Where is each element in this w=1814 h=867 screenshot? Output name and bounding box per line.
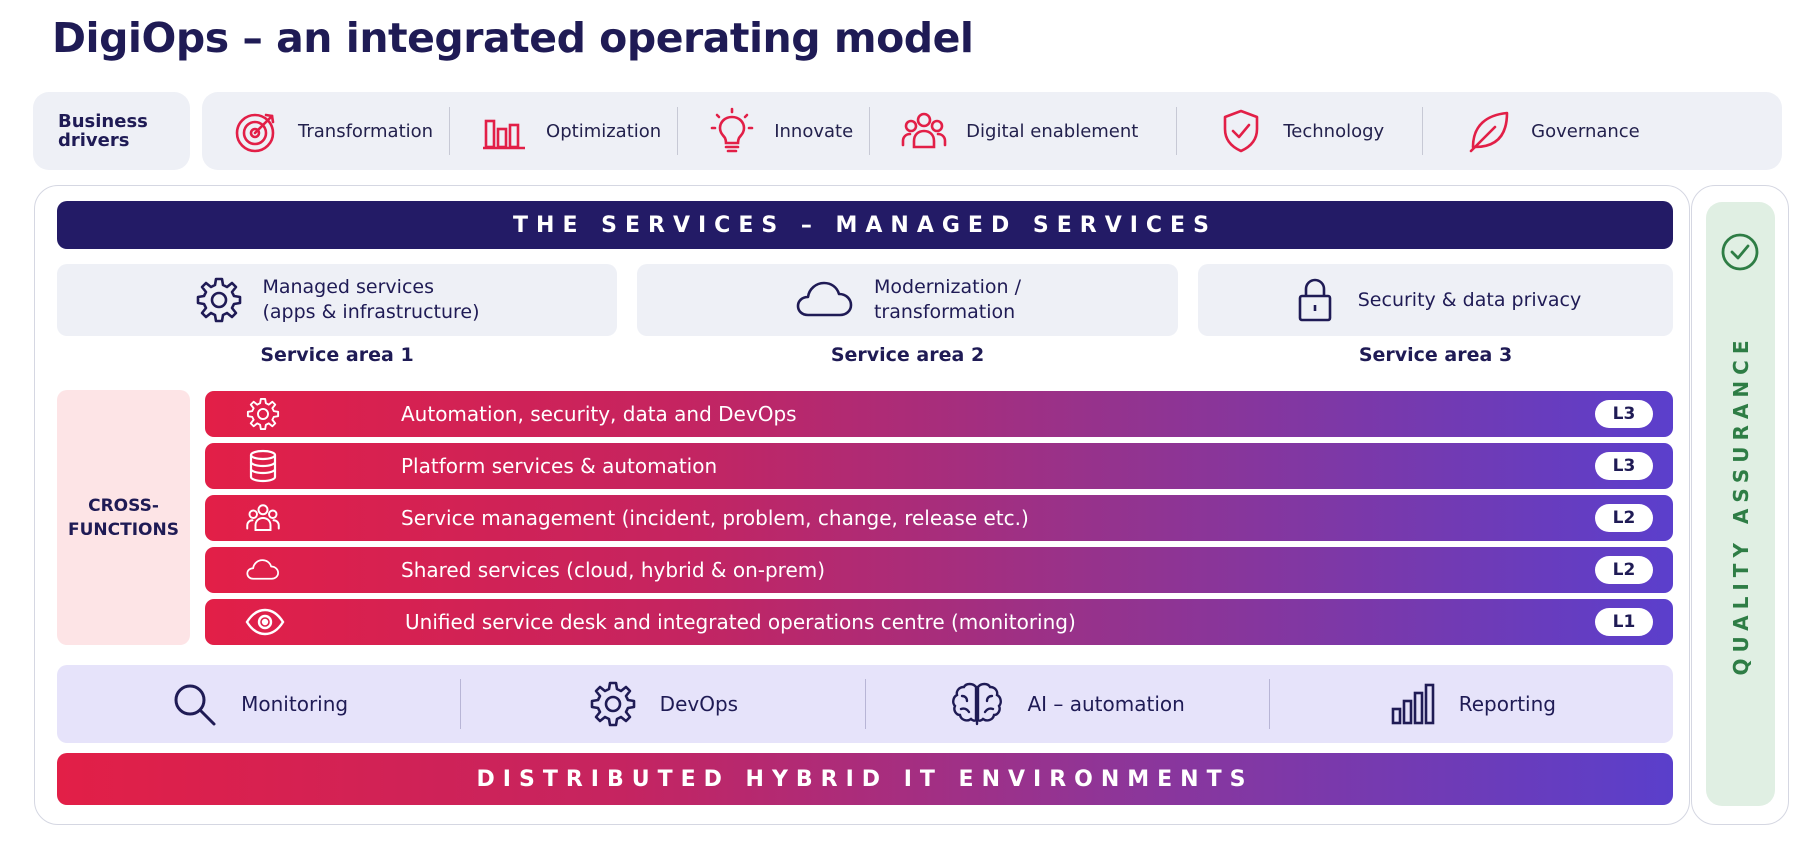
- cross-function-label: Unified service desk and integrated oper…: [405, 610, 1076, 634]
- cross-function-row: Unified service desk and integrated oper…: [205, 599, 1673, 645]
- driver-label: Transformation: [298, 120, 434, 142]
- gear-icon: [590, 681, 635, 727]
- lightbulb-icon: [710, 107, 754, 153]
- service-box-security: Security & data privacy: [1198, 264, 1673, 336]
- driver-label: Digital enablement: [966, 120, 1139, 142]
- level-badge: L3: [1595, 400, 1653, 428]
- driver-label: Optimization: [546, 120, 662, 142]
- cross-function-row: Automation, security, data and DevOps L3: [205, 391, 1673, 437]
- business-drivers-label-box: Business drivers: [33, 92, 190, 170]
- cross-function-row: Service management (incident, problem, c…: [205, 495, 1673, 541]
- target-icon: [235, 113, 275, 153]
- divider: [1268, 679, 1270, 729]
- service-area-label: Service area 2: [830, 344, 985, 366]
- service-title: Managed services (apps & infrastructure): [262, 276, 480, 323]
- driver-digital-enablement: Digital enablement: [870, 92, 1176, 170]
- tool-devops: DevOps: [461, 665, 864, 743]
- business-drivers-label: Business drivers: [58, 111, 148, 151]
- driver-governance: Governance: [1423, 92, 1656, 170]
- driver-transformation: Transformation: [202, 92, 449, 170]
- people-icon: [246, 504, 280, 531]
- people-icon: [901, 112, 947, 149]
- distributed-environments-banner: DISTRIBUTED HYBRID IT ENVIRONMENTS: [57, 753, 1673, 805]
- cross-function-label: Automation, security, data and DevOps: [401, 402, 797, 426]
- driver-innovate: Innovate: [678, 92, 869, 170]
- check-circle-icon: [1721, 233, 1759, 271]
- tool-monitoring: Monitoring: [57, 665, 460, 743]
- eye-icon: [245, 608, 285, 636]
- service-box-modernization: Modernization / transformation: [637, 264, 1178, 336]
- cross-function-label: Shared services (cloud, hybrid & on-prem…: [401, 558, 826, 582]
- services-banner-text: THE SERVICES – MANAGED SERVICES: [513, 212, 1217, 238]
- divider: [869, 107, 871, 155]
- cloud-icon: [796, 281, 853, 317]
- database-icon: [249, 449, 277, 483]
- tool-label: DevOps: [659, 692, 739, 716]
- service-area-label: Service area 1: [260, 344, 414, 366]
- divider: [677, 107, 679, 155]
- quality-assurance-panel: [1706, 202, 1775, 806]
- service-area-label: Service area 3: [1358, 344, 1513, 366]
- driver-optimization: Optimization: [450, 92, 677, 170]
- page-title: DigiOps – an integrated operating model: [52, 14, 974, 62]
- business-drivers-bar: Transformation Optimization Innovate Dig…: [202, 92, 1782, 170]
- divider: [864, 679, 866, 729]
- tool-ai-automation: AI – automation: [866, 665, 1269, 743]
- tools-bar: Monitoring DevOps AI – automation Report…: [57, 665, 1673, 743]
- tool-reporting: Reporting: [1270, 665, 1673, 743]
- service-title: Security & data privacy: [1357, 288, 1582, 311]
- gear-icon: [197, 277, 242, 323]
- divider: [1176, 107, 1178, 155]
- cross-function-label: Platform services & automation: [401, 454, 718, 478]
- driver-label: Governance: [1531, 120, 1640, 142]
- level-badge: L1: [1595, 608, 1653, 636]
- quality-assurance-label: QUALITY ASSURANCE: [1729, 334, 1753, 676]
- divider: [460, 679, 462, 729]
- level-badge: L2: [1595, 504, 1653, 532]
- service-box-managed-services: Managed services (apps & infrastructure): [57, 264, 617, 336]
- cross-functions-label: CROSS- FUNCTIONS: [68, 495, 179, 540]
- shield-check-icon: [1224, 109, 1259, 153]
- cross-function-row: Platform services & automation L3: [205, 443, 1673, 489]
- brain-icon: [952, 682, 1003, 726]
- level-badge: L3: [1595, 452, 1653, 480]
- divider: [1422, 107, 1424, 155]
- bar-chart-icon: [483, 119, 526, 150]
- tool-label: Reporting: [1458, 692, 1556, 716]
- driver-label: Technology: [1283, 120, 1385, 142]
- cross-functions-label-box: CROSS- FUNCTIONS: [57, 390, 190, 645]
- leaf-icon: [1469, 111, 1509, 153]
- cross-function-label: Service management (incident, problem, c…: [401, 506, 1029, 530]
- gear-icon: [246, 397, 280, 431]
- service-title: Modernization / transformation: [873, 276, 1022, 323]
- driver-label: Innovate: [774, 120, 854, 142]
- bar-chart-icon: [1391, 683, 1435, 725]
- padlock-icon: [1298, 278, 1332, 322]
- tool-label: AI – automation: [1027, 692, 1185, 716]
- divider: [449, 107, 451, 155]
- tool-label: Monitoring: [241, 692, 349, 716]
- level-badge: L2: [1595, 556, 1653, 584]
- distributed-banner-text: DISTRIBUTED HYBRID IT ENVIRONMENTS: [476, 766, 1254, 792]
- services-banner: THE SERVICES – MANAGED SERVICES: [57, 201, 1673, 249]
- cloud-icon: [246, 559, 279, 580]
- driver-technology: Technology: [1177, 92, 1400, 170]
- cross-function-row: Shared services (cloud, hybrid & on-prem…: [205, 547, 1673, 593]
- search-icon: [174, 684, 216, 726]
